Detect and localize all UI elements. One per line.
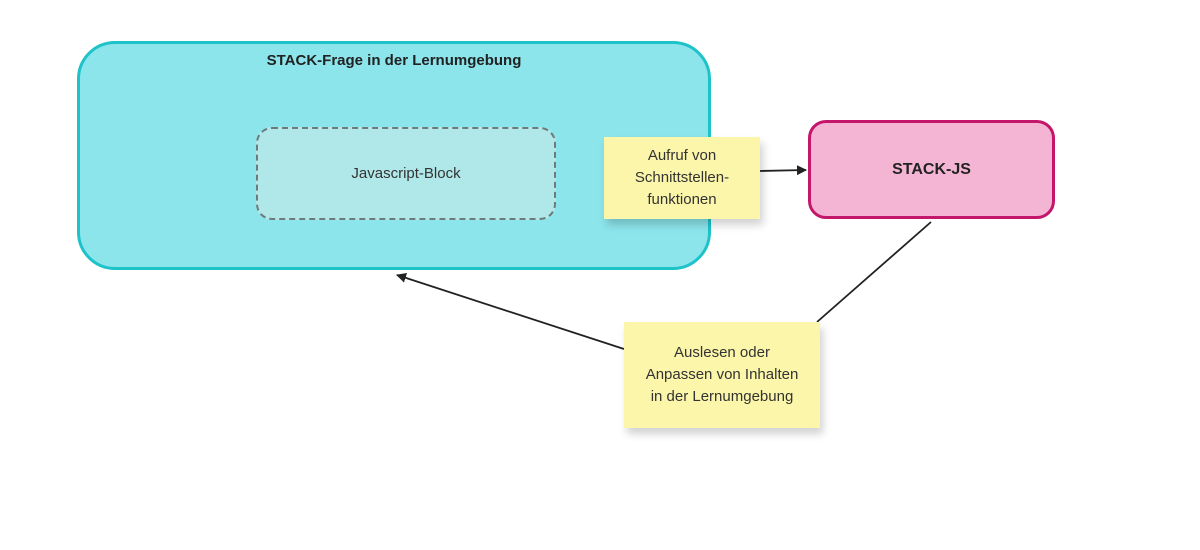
sticky-note-call-interface: Aufruf von Schnittstellen- funktionen [604, 137, 760, 219]
javascript-block: Javascript-Block [256, 127, 556, 220]
container-title: STACK-Frage in der Lernumgebung [266, 52, 522, 69]
arrow-read-adjust [397, 221, 932, 350]
stack-js-node: STACK-JS [808, 120, 1055, 219]
stack-js-label: STACK-JS [892, 160, 971, 178]
javascript-block-label: Javascript-Block [351, 165, 461, 182]
sticky-note-read-adjust: Auslesen oder Anpassen von Inhalten in d… [624, 322, 820, 428]
